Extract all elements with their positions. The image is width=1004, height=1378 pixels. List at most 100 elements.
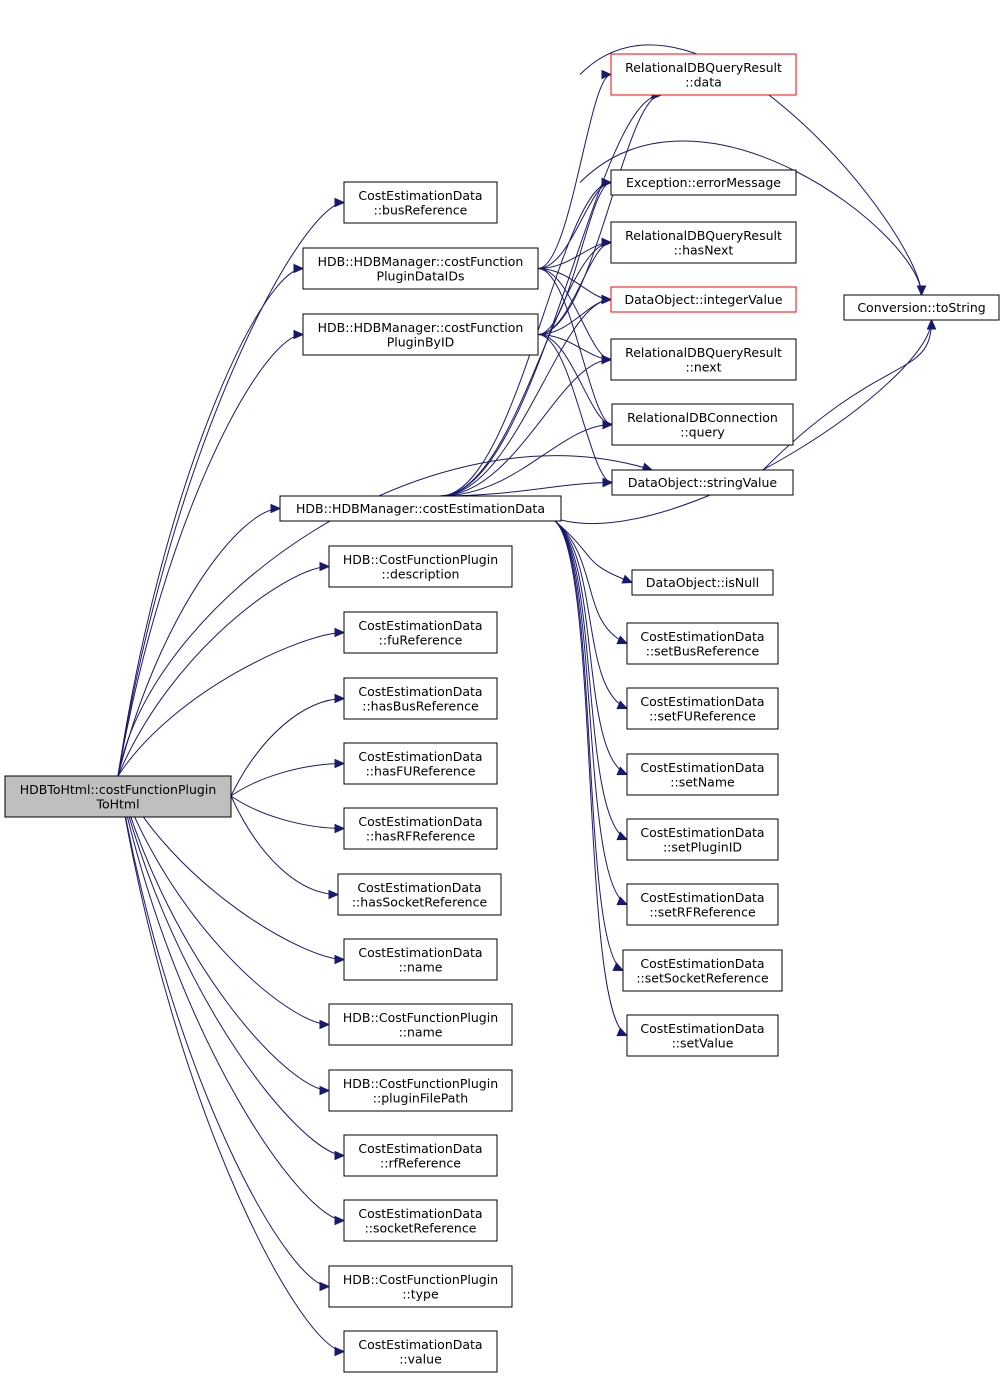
edge-dataIDs-to-rqData	[537, 74, 612, 269]
node-query[interactable]: RelationalDBConnection::query	[611, 403, 794, 446]
node-label: PluginDataIDs	[377, 268, 465, 283]
node-label: CostEstimationData	[640, 694, 764, 709]
node-hasRF[interactable]: CostEstimationData::hasRFReference	[343, 807, 498, 850]
call-edge	[554, 520, 629, 906]
call-edge	[554, 520, 629, 645]
node-box	[343, 807, 498, 850]
arrowhead	[334, 954, 346, 965]
node-hasSocket[interactable]: CostEstimationData::hasSocketReference	[337, 873, 502, 916]
arrowhead	[601, 237, 613, 248]
node-ced[interactable]: HDB::HDBManager::costEstimationData	[279, 495, 562, 522]
call-edge	[117, 775, 346, 1226]
node-label: ToHtml	[95, 796, 139, 811]
node-next[interactable]: RelationalDBQueryResult::next	[610, 338, 797, 381]
node-strVal[interactable]: DataObject::stringValue	[611, 469, 794, 496]
edge-root-to-cfpType	[117, 775, 330, 1287]
node-socketRef[interactable]: CostEstimationData::socketReference	[343, 1199, 498, 1242]
call-edge	[554, 520, 634, 584]
edge-ced-to-setValue	[554, 520, 628, 1036]
edge-root-to-ced	[117, 508, 281, 777]
edge-root-to-cedValue	[117, 775, 345, 1352]
node-hasNext[interactable]: RelationalDBQueryResult::hasNext	[610, 221, 797, 264]
node-fuRef[interactable]: CostEstimationData::fuReference	[343, 611, 498, 654]
arrowhead	[616, 700, 629, 710]
call-edge	[554, 520, 629, 841]
node-rfRef[interactable]: CostEstimationData::rfReference	[343, 1134, 498, 1177]
node-cedName[interactable]: CostEstimationData::name	[343, 938, 498, 981]
node-label: CostEstimationData	[640, 890, 764, 905]
node-busRef[interactable]: CostEstimationData::busReference	[343, 181, 498, 224]
node-box	[610, 338, 797, 381]
edge-ced-to-setName	[554, 520, 628, 775]
call-edge	[439, 477, 614, 497]
arrowhead	[334, 693, 346, 704]
node-label: DataObject::stringValue	[628, 475, 777, 490]
node-cfpType[interactable]: HDB::CostFunctionPlugin::type	[328, 1265, 513, 1308]
node-label: ::fuReference	[379, 632, 463, 647]
arrowhead	[601, 177, 613, 188]
edge-ced-to-rqData	[439, 94, 662, 497]
node-label: CostEstimationData	[358, 684, 482, 699]
node-label: ::next	[685, 359, 721, 374]
node-setPlugin[interactable]: CostEstimationData::setPluginID	[626, 818, 779, 861]
edge-byID-to-errMsg	[537, 182, 612, 335]
call-edge	[117, 775, 346, 1357]
edge-root-to-cfpPath	[117, 775, 330, 1091]
node-isNull[interactable]: DataObject::isNull	[631, 569, 774, 596]
node-label: CostEstimationData	[640, 760, 764, 775]
edge-dataIDs-to-query	[537, 268, 613, 425]
node-setName[interactable]: CostEstimationData::setName	[626, 753, 779, 796]
node-label: ::hasRFReference	[366, 828, 476, 843]
node-errMsg[interactable]: Exception::errorMessage	[610, 169, 797, 196]
node-setBus[interactable]: CostEstimationData::setBusReference	[626, 622, 779, 665]
node-box	[610, 169, 797, 196]
node-hasFU[interactable]: CostEstimationData::hasFUReference	[343, 742, 498, 785]
edge-root-to-hasSocket	[230, 795, 339, 895]
node-cfpDesc[interactable]: HDB::CostFunctionPlugin::description	[328, 545, 513, 588]
node-box	[626, 883, 779, 926]
node-label: ::value	[399, 1351, 442, 1366]
call-edge	[537, 334, 613, 365]
call-edge	[762, 318, 937, 471]
node-dataIDs[interactable]: HDB::HDBManager::costFunctionPluginDataI…	[302, 247, 539, 290]
call-edge	[117, 503, 282, 777]
node-label: ::query	[680, 424, 725, 439]
node-setSocket[interactable]: CostEstimationData::setSocketReference	[622, 949, 783, 992]
node-cfpPath[interactable]: HDB::CostFunctionPlugin::pluginFilePath	[328, 1069, 513, 1112]
node-cfpName[interactable]: HDB::CostFunctionPlugin::name	[328, 1003, 513, 1046]
node-rqData[interactable]: RelationalDBQueryResult::data	[610, 53, 797, 96]
node-label: ::pluginFilePath	[373, 1090, 468, 1105]
edge-ced-to-query	[439, 424, 613, 497]
node-box	[4, 775, 232, 818]
node-box	[843, 294, 1000, 321]
node-hasBus[interactable]: CostEstimationData::hasBusReference	[343, 677, 498, 720]
call-edge	[230, 795, 340, 900]
node-setValue[interactable]: CostEstimationData::setValue	[626, 1014, 779, 1057]
node-cedValue[interactable]: CostEstimationData::value	[343, 1330, 498, 1373]
edge-ced-to-setRF	[554, 520, 628, 905]
edge-root-to-byID	[117, 334, 304, 777]
node-toStr[interactable]: Conversion::toString	[843, 294, 1000, 321]
node-setRF[interactable]: CostEstimationData::setRFReference	[626, 883, 779, 926]
node-label: ::type	[402, 1286, 439, 1301]
edge-ced-to-setSocket	[554, 520, 624, 971]
call-edge	[537, 177, 613, 335]
node-label: CostEstimationData	[358, 1337, 482, 1352]
node-label: CostEstimationData	[358, 188, 482, 203]
node-intVal[interactable]: DataObject::integerValue	[610, 286, 797, 313]
node-box	[328, 545, 513, 588]
node-label: DataObject::integerValue	[624, 292, 782, 307]
node-label: ::rfReference	[380, 1155, 461, 1170]
node-setFU[interactable]: CostEstimationData::setFUReference	[626, 687, 779, 730]
arrowhead	[616, 635, 629, 645]
call-edge	[439, 237, 613, 497]
node-box	[279, 495, 562, 522]
node-label: RelationalDBConnection	[627, 410, 778, 425]
node-box	[337, 873, 502, 916]
arrowhead	[293, 329, 305, 340]
call-edge	[439, 294, 613, 497]
node-label: ::hasBusReference	[362, 698, 479, 713]
node-label: HDB::CostFunctionPlugin	[343, 1076, 498, 1091]
